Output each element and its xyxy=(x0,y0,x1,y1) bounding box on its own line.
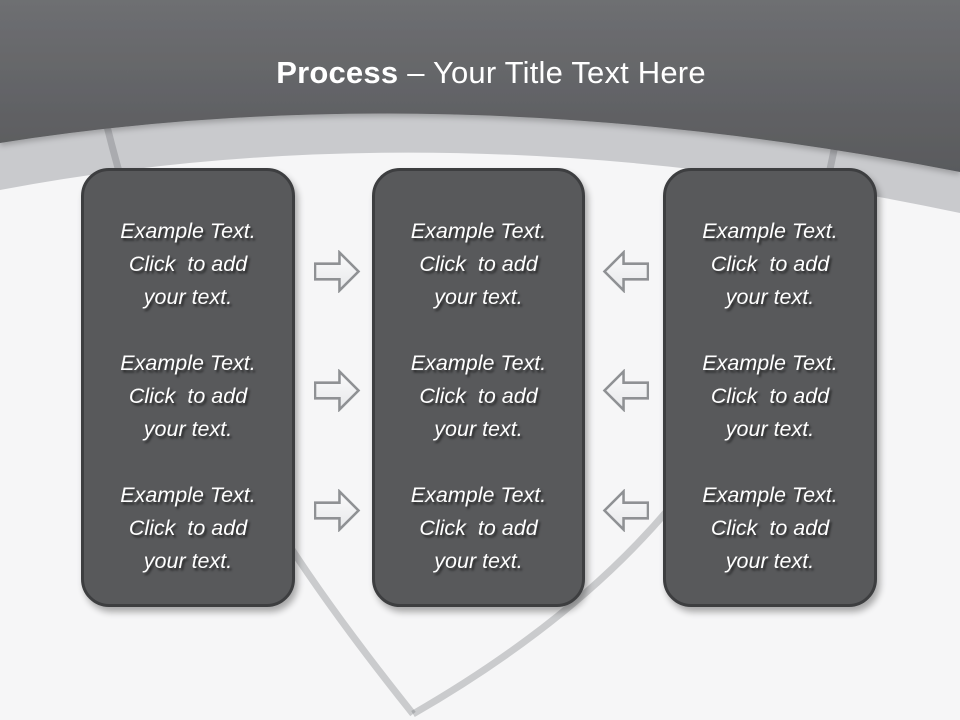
example-text-paragraph[interactable]: Example Text. Click to add your text. xyxy=(702,483,838,573)
example-text-paragraph[interactable]: Example Text. Click to add your text. xyxy=(702,351,838,441)
example-text-paragraph[interactable]: Example Text. Click to add your text. xyxy=(120,483,256,573)
header-arc-shape xyxy=(0,0,960,172)
slide-title-subtitle: – Your Title Text Here xyxy=(407,55,706,90)
process-box-right[interactable]: Example Text. Click to add your text. Ex… xyxy=(663,168,877,607)
slide-title-keyword: Process xyxy=(276,55,399,90)
left-arrow-icon[interactable] xyxy=(602,369,649,412)
left-arrow-icon[interactable] xyxy=(602,489,649,532)
example-text-paragraph[interactable]: Example Text. Click to add your text. xyxy=(410,351,547,441)
example-text-paragraph[interactable]: Example Text. Click to add your text. xyxy=(120,219,256,309)
process-box-left[interactable]: Example Text. Click to add your text. Ex… xyxy=(81,168,295,607)
right-arrow-icon[interactable] xyxy=(314,369,361,412)
example-text-paragraph[interactable]: Example Text. Click to add your text. xyxy=(702,219,838,309)
left-arrow-icon[interactable] xyxy=(602,250,649,293)
right-arrow-icon[interactable] xyxy=(314,489,361,532)
example-text-paragraph[interactable]: Example Text. Click to add your text. xyxy=(410,219,547,309)
example-text-paragraph[interactable]: Example Text. Click to add your text. xyxy=(410,483,547,573)
example-text-paragraph[interactable]: Example Text. Click to add your text. xyxy=(120,351,256,441)
slide-title[interactable]: Process– Your Title Text Here xyxy=(0,54,960,92)
right-arrow-icon[interactable] xyxy=(314,250,361,293)
process-box-middle[interactable]: Example Text. Click to add your text. Ex… xyxy=(372,168,585,607)
